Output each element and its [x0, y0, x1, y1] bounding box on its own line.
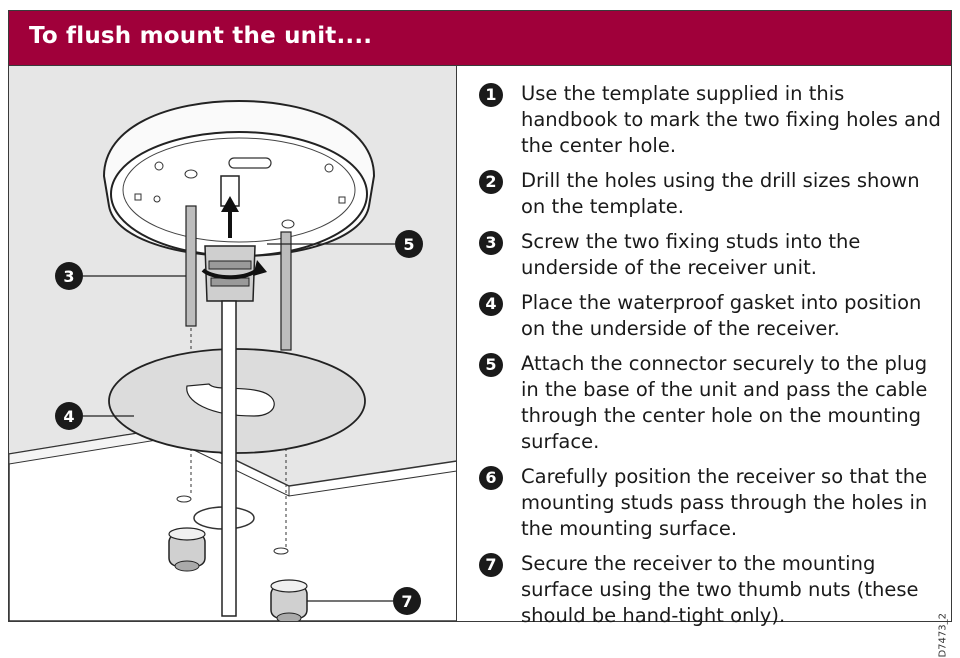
step-4: 4 Place the waterproof gasket into posit…	[479, 290, 944, 342]
step-number-badge: 1	[479, 83, 503, 107]
step-text: Drill the holes using the drill sizes sh…	[521, 169, 920, 218]
step-number-badge: 2	[479, 170, 503, 194]
callout-3: 3	[55, 262, 83, 290]
step-number-badge: 4	[479, 292, 503, 316]
callout-5: 5	[395, 230, 423, 258]
step-text: Place the waterproof gasket into positio…	[521, 291, 922, 340]
illustration-drawing: 3 4 5 7	[9, 66, 456, 621]
step-5: 5 Attach the connector securely to the p…	[479, 351, 944, 455]
connector-and-cable	[201, 175, 267, 617]
step-text: Secure the receiver to the mounting surf…	[521, 552, 919, 627]
step-number-badge: 5	[479, 353, 503, 377]
step-number-badge: 7	[479, 553, 503, 577]
step-text: Use the template supplied in this handbo…	[521, 82, 941, 157]
step-number-badge: 3	[479, 231, 503, 255]
step-2: 2 Drill the holes using the drill sizes …	[479, 168, 944, 220]
instruction-panel: To flush mount the unit....	[8, 10, 952, 658]
svg-text:4: 4	[63, 407, 74, 426]
step-list: 1 Use the template supplied in this hand…	[479, 81, 944, 638]
svg-text:5: 5	[403, 235, 414, 254]
step-6: 6 Carefully position the receiver so tha…	[479, 464, 944, 542]
step-7: 7 Secure the receiver to the mounting su…	[479, 551, 944, 629]
section-header: To flush mount the unit....	[9, 11, 951, 66]
step-text: Attach the connector securely to the plu…	[521, 352, 928, 453]
section-title: To flush mount the unit....	[29, 23, 373, 49]
svg-text:7: 7	[401, 592, 412, 611]
document-code: D7473_2	[938, 613, 949, 658]
step-3: 3 Screw the two fixing studs into the un…	[479, 229, 944, 281]
step-text: Screw the two fixing studs into the unde…	[521, 230, 861, 279]
mounting-illustration: 3 4 5 7	[9, 66, 457, 621]
step-1: 1 Use the template supplied in this hand…	[479, 81, 944, 159]
step-text: Carefully position the receiver so that …	[521, 465, 928, 540]
waterproof-gasket	[108, 348, 366, 454]
callout-7: 7	[393, 587, 421, 615]
callout-4: 4	[55, 402, 83, 430]
step-number-badge: 6	[479, 466, 503, 490]
thumb-nuts	[168, 527, 308, 621]
leader-lines	[83, 243, 395, 602]
svg-text:3: 3	[63, 267, 74, 286]
